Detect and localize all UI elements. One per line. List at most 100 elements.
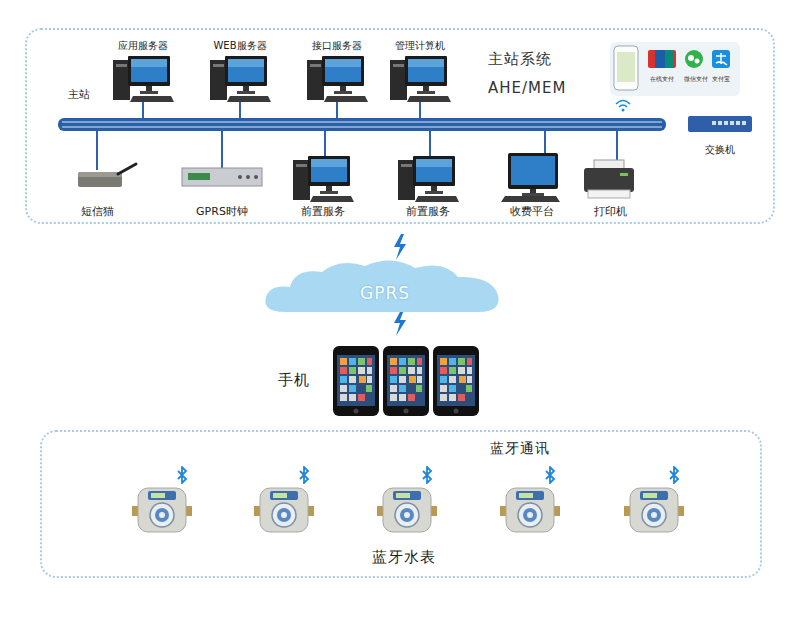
node-label: GPRS bbox=[360, 283, 410, 303]
switch-icon-part-part bbox=[736, 121, 740, 125]
payment-panel bbox=[610, 42, 740, 112]
payment-panel-part bbox=[622, 109, 625, 112]
network-bus-part bbox=[544, 130, 546, 153]
illustration-part bbox=[210, 56, 271, 102]
payment-panel-part bbox=[616, 101, 630, 105]
payment-panel-part bbox=[665, 50, 673, 68]
payment-panel-part bbox=[614, 46, 638, 90]
sms-modem-icon-part bbox=[118, 164, 136, 174]
billing-terminal-icon-part bbox=[522, 193, 544, 196]
node-label: 打印机 bbox=[594, 205, 627, 218]
switch-icon-part-part bbox=[712, 121, 716, 125]
gprs-clock-icon-part bbox=[182, 168, 262, 186]
network-bus-part bbox=[336, 100, 338, 119]
node-label: 主站 bbox=[68, 88, 90, 101]
illustration-part bbox=[254, 488, 314, 532]
network-bus bbox=[58, 100, 666, 170]
network-bus-part bbox=[221, 130, 223, 168]
network-bus-part bbox=[58, 118, 666, 131]
switch-icon bbox=[688, 116, 752, 132]
main-station-region: 主站主站系统AHE/MEM应用服务器WEB服务器接口服务器管理计算机交换机短信猫… bbox=[25, 28, 775, 224]
sms-modem-icon bbox=[78, 164, 136, 187]
illustration-part bbox=[132, 488, 192, 532]
payment-panel-part bbox=[685, 50, 703, 68]
billing-terminal-icon bbox=[501, 153, 560, 202]
network-bus-part bbox=[419, 100, 421, 119]
illustration-part bbox=[546, 467, 554, 483]
illustration-part bbox=[394, 234, 406, 260]
node-label: 管理计算机 bbox=[395, 40, 445, 52]
node-label: 收费平台 bbox=[510, 205, 554, 218]
node-label: GPRS时钟 bbox=[196, 205, 248, 218]
meter-region: 蓝牙通讯蓝牙水表 bbox=[40, 430, 762, 578]
payment-panel-part bbox=[648, 50, 676, 68]
gprs-clock-icon-part bbox=[254, 175, 258, 179]
payment-label: 在线支付 bbox=[650, 76, 674, 83]
modem-node: 短信猫 bbox=[62, 160, 132, 218]
printer-node: 打印机 bbox=[580, 155, 640, 218]
network-bus-part bbox=[62, 121, 662, 122]
illustration-part bbox=[390, 56, 451, 102]
switch-node: 交换机 bbox=[684, 112, 756, 156]
network-bus-part bbox=[616, 130, 618, 162]
payment-panel-part bbox=[688, 55, 694, 61]
printer-icon-part bbox=[620, 173, 628, 176]
payment-label: 微信支付 bbox=[684, 76, 708, 83]
printer-icon-part bbox=[584, 168, 634, 192]
computer-node: 管理计算机 bbox=[380, 40, 460, 102]
billing-terminal-icon-part bbox=[511, 156, 555, 185]
illustration-part bbox=[383, 346, 429, 416]
illustration-part bbox=[377, 488, 437, 532]
billing-terminal-icon-part bbox=[508, 153, 558, 189]
clock-node: GPRS时钟 bbox=[180, 160, 264, 218]
server-node: WEB服务器 bbox=[200, 40, 280, 102]
billing-terminal-icon-part bbox=[501, 196, 560, 202]
illustration-part bbox=[113, 56, 174, 102]
node-label: 手机 bbox=[278, 371, 310, 389]
illustration-part bbox=[307, 56, 368, 102]
node-label: 短信猫 bbox=[81, 205, 114, 218]
printer-icon bbox=[584, 160, 634, 198]
illustration-part bbox=[423, 467, 431, 483]
cloud-node: GPRS bbox=[300, 275, 470, 311]
gprs-clock-icon-part bbox=[188, 173, 210, 180]
node-label: 前置服务 bbox=[301, 205, 345, 218]
server-node: 接口服务器 bbox=[297, 40, 377, 102]
network-bus-part bbox=[324, 130, 326, 156]
billing-node: 收费平台 bbox=[496, 150, 568, 218]
network-bus-part bbox=[429, 130, 431, 156]
network-bus-part bbox=[62, 126, 662, 127]
payment-panel-part bbox=[617, 52, 635, 82]
node-label: 蓝牙水表 bbox=[372, 548, 436, 566]
node-label: AHE/MEM bbox=[488, 79, 566, 97]
payment-panel-part bbox=[610, 42, 740, 96]
switch-icon-part bbox=[688, 116, 752, 132]
sms-modem-icon-part bbox=[78, 172, 122, 177]
illustration-part bbox=[293, 156, 354, 202]
illustration-part bbox=[178, 467, 186, 483]
gprs-cloud bbox=[265, 260, 498, 312]
network-bus-part bbox=[239, 100, 241, 119]
node-label: 蓝牙通讯 bbox=[490, 440, 550, 457]
switch-icon-part bbox=[712, 121, 746, 125]
node-label: 应用服务器 bbox=[118, 40, 168, 52]
node-label: 前置服务 bbox=[406, 205, 450, 218]
payment-panel-part bbox=[619, 105, 627, 107]
illustration-part bbox=[398, 156, 459, 202]
switch-icon-part-part bbox=[724, 121, 728, 125]
illustration-part bbox=[624, 488, 684, 532]
payment-panel-part bbox=[712, 50, 730, 68]
illustration-part bbox=[333, 346, 379, 416]
gprs-clock-icon-part bbox=[238, 175, 242, 179]
illustration-part bbox=[300, 467, 308, 483]
phone-group: 手机 bbox=[270, 343, 482, 419]
illustration-part bbox=[500, 488, 560, 532]
printer-icon-part bbox=[588, 190, 630, 198]
front-server-node: 前置服务 bbox=[388, 150, 468, 218]
node-label: 接口服务器 bbox=[312, 40, 362, 52]
gprs-clock-icon-part bbox=[246, 175, 250, 179]
switch-icon-part-part bbox=[742, 121, 746, 125]
illustration-part bbox=[433, 346, 479, 416]
payment-panel-part bbox=[695, 59, 700, 64]
